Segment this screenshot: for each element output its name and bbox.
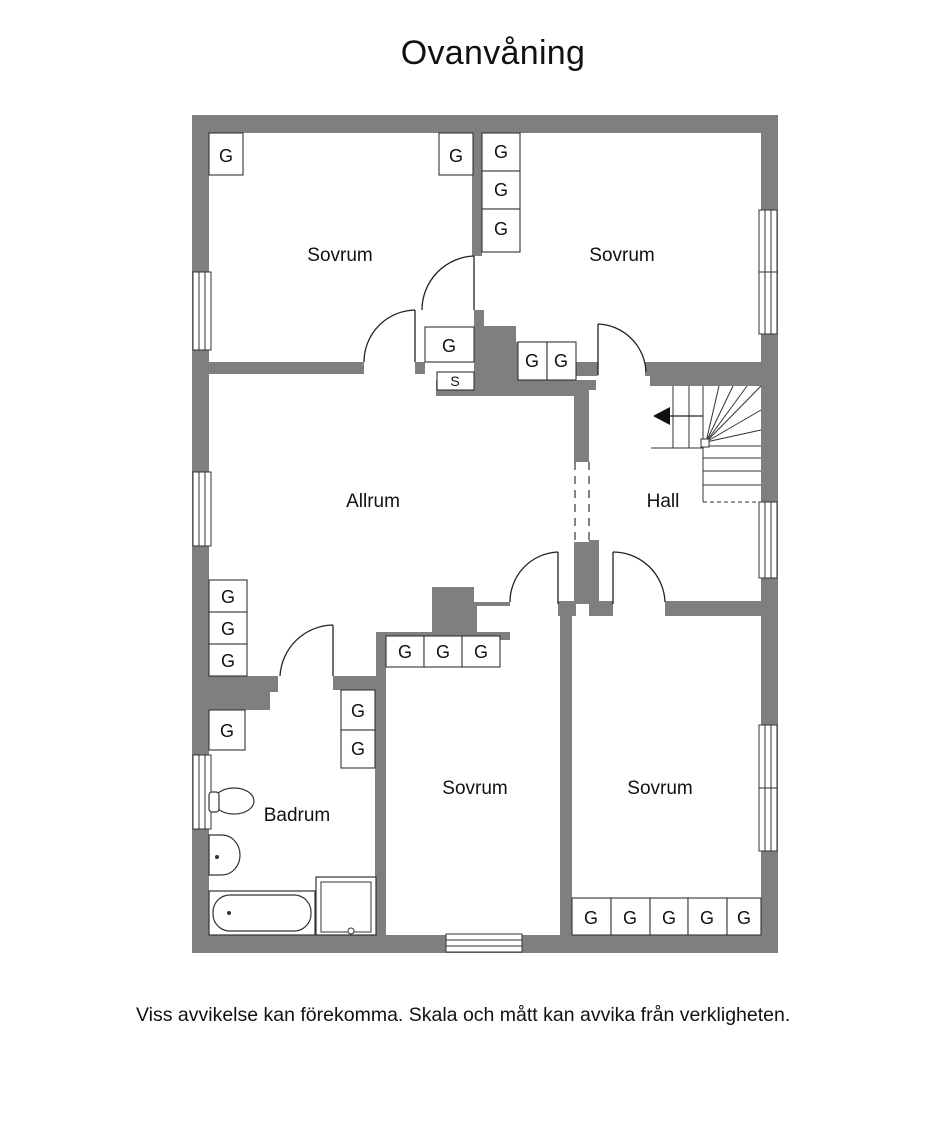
svg-text:G: G (436, 642, 450, 662)
windows (192, 209, 778, 953)
wardrobe: G (481, 208, 521, 253)
wardrobe: G (438, 132, 474, 176)
svg-text:G: G (442, 336, 456, 356)
wardrobe: G (208, 709, 246, 751)
svg-text:G: G (494, 219, 508, 239)
svg-text:G: G (525, 351, 539, 371)
staircase (651, 385, 762, 503)
wardrobe: G (461, 635, 501, 668)
wardrobe: G (517, 341, 548, 381)
floor-plan-title: Ovanvåning (400, 34, 586, 72)
wardrobe: G (687, 897, 728, 936)
svg-text:G: G (398, 642, 412, 662)
room-label-sovrum-sc: Sovrum (442, 778, 507, 799)
svg-text:G: G (554, 351, 568, 371)
bathtub-icon (208, 890, 316, 936)
wardrobe: G (385, 635, 425, 668)
svg-text:G: G (700, 908, 714, 928)
toilet-icon (208, 787, 255, 815)
door-sovrum-sc (509, 551, 559, 604)
wardrobe: G (208, 132, 244, 176)
window-nw-west (192, 271, 212, 351)
wardrobes: G G G G G G S G G G G G G G G G G G G G … (208, 132, 762, 936)
room-label-badrum: Badrum (264, 805, 331, 826)
bathroom-fixtures (208, 787, 377, 936)
window-sc-south (445, 933, 523, 953)
room-label-sovrum-ne: Sovrum (589, 245, 654, 266)
wardrobe: G (340, 689, 376, 731)
wardrobe: G (208, 643, 248, 677)
room-label-allrum: Allrum (346, 491, 400, 512)
disclaimer-text: Viss avvikelse kan förekomma. Skala och … (136, 1004, 791, 1026)
svg-text:G: G (584, 908, 598, 928)
svg-text:G: G (474, 642, 488, 662)
svg-text:G: G (221, 587, 235, 607)
wardrobe: G (481, 170, 521, 210)
window-allrum-west (192, 471, 212, 547)
door-ne-bedroom (421, 255, 475, 311)
room-label-sovrum-nw: Sovrum (307, 245, 372, 266)
svg-text:S: S (450, 373, 459, 389)
passage-allrum-hall (574, 462, 590, 542)
svg-text:G: G (449, 146, 463, 166)
room-label-sovrum-se: Sovrum (627, 778, 692, 799)
svg-text:G: G (662, 908, 676, 928)
shower-icon (315, 876, 377, 936)
window-se-east (758, 724, 778, 852)
room-labels: Sovrum Sovrum Allrum Hall Badrum Sovrum … (264, 245, 693, 826)
wardrobe: G (571, 897, 612, 936)
svg-text:G: G (220, 721, 234, 741)
wardrobe: G (546, 341, 577, 381)
svg-text:G: G (737, 908, 751, 928)
wardrobe: G (208, 611, 248, 645)
window-hall-east (758, 501, 778, 579)
door-sovrum-se (612, 551, 666, 604)
svg-text:G: G (623, 908, 637, 928)
svg-text:G: G (351, 701, 365, 721)
wardrobe: G (726, 897, 762, 936)
sink-icon (208, 834, 241, 876)
wardrobe: G (423, 635, 463, 668)
wardrobe: G (649, 897, 689, 936)
room-label-hall: Hall (647, 491, 680, 512)
svg-text:G: G (351, 739, 365, 759)
svg-text:G: G (221, 651, 235, 671)
window-ne-east (758, 209, 778, 335)
storage: S (436, 371, 475, 391)
stair-arrow-icon (653, 407, 670, 425)
wardrobe: G (424, 326, 475, 363)
svg-text:G: G (219, 146, 233, 166)
door-badrum (279, 624, 334, 677)
svg-text:G: G (494, 180, 508, 200)
wardrobe: G (481, 132, 521, 172)
doors (279, 255, 666, 677)
wardrobe: G (610, 897, 651, 936)
door-nw-bedroom (363, 309, 416, 363)
svg-text:G: G (221, 619, 235, 639)
svg-text:G: G (494, 142, 508, 162)
wardrobe: G (340, 729, 376, 769)
door-hall-north (597, 323, 647, 375)
window-badrum-west (192, 754, 212, 830)
wardrobe: G (208, 579, 248, 613)
interior-walls (209, 133, 778, 935)
